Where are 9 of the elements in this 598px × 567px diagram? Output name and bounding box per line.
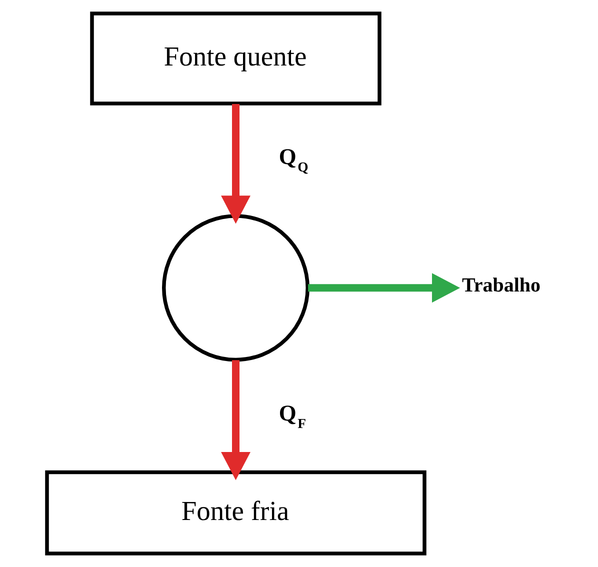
arrow: [308, 273, 460, 303]
edge-label: Q$_{F}$: [278, 400, 306, 431]
node-circle: [162, 214, 309, 362]
node-box: Fonte fria: [44, 470, 426, 556]
node-box: Fonte quente: [90, 12, 381, 106]
edge-label: Q$_{Q}$: [278, 144, 308, 174]
arrow: [220, 360, 250, 480]
arrow: [220, 104, 250, 224]
node-text: Trabalho: [462, 274, 540, 296]
